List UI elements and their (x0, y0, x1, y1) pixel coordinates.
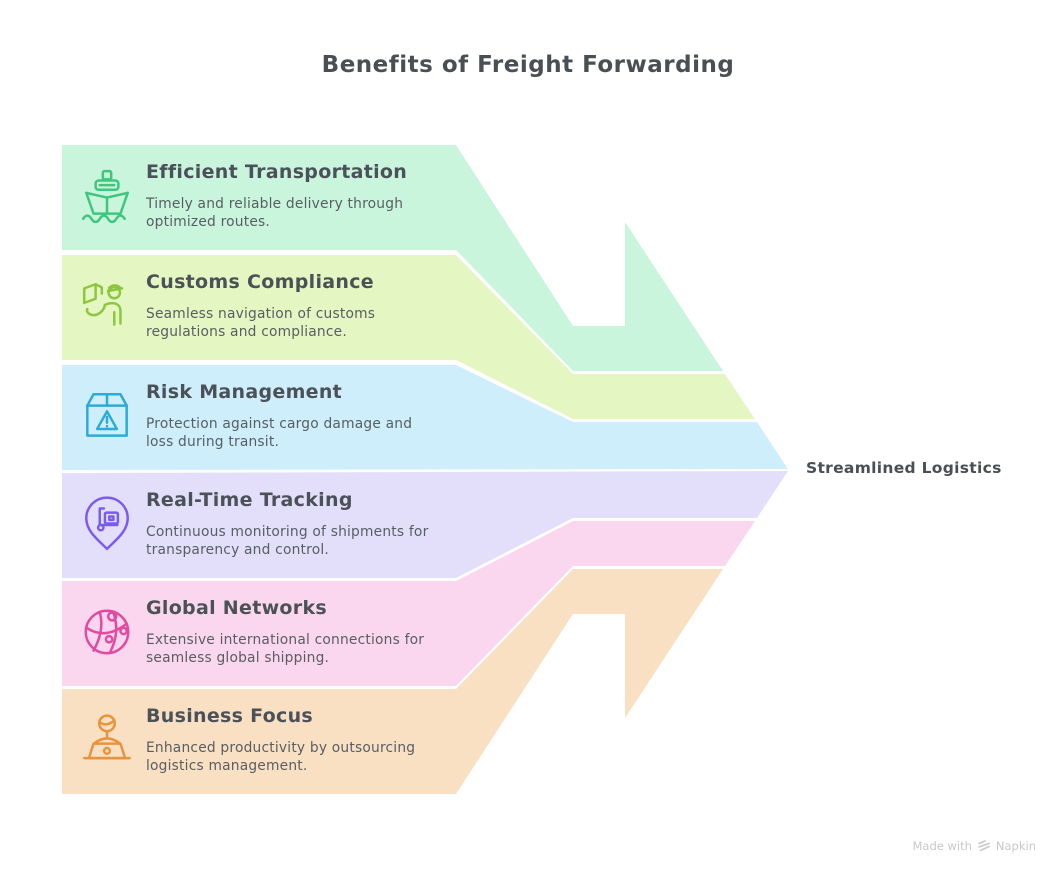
band-description-line-2: optimized routes. (146, 214, 271, 230)
band-description-line-2: logistics management. (146, 758, 308, 774)
band-description-line-2: seamless global shipping. (146, 650, 330, 666)
band-real-time-tracking: Real-Time Tracking Continuous monitoring… (78, 473, 470, 578)
band-title: Risk Management (146, 381, 343, 403)
customs-officer-icon (78, 277, 136, 335)
page-title: Benefits of Freight Forwarding (321, 52, 735, 78)
band-description-line-1: Protection against cargo damage and (146, 416, 413, 432)
band-description: Enhanced productivity by outsourcing log… (146, 739, 415, 775)
band-description: Continuous monitoring of shipments for t… (146, 523, 428, 559)
ribbon-real-time-tracking (62, 471, 788, 578)
made-with-text: Made with (912, 839, 972, 853)
ribbon-business-focus (62, 569, 723, 794)
band-description-line-1: Continuous monitoring of shipments for (146, 524, 429, 540)
band-customs-compliance: Customs Compliance Seamless navigation o… (78, 255, 470, 360)
ribbon-risk-management (62, 365, 788, 470)
globe-network-icon (78, 603, 136, 661)
band-title: Efficient Transportation (146, 161, 408, 183)
band-description-line-1: Extensive international connections for (146, 632, 425, 648)
band-description: Timely and reliable delivery through opt… (146, 195, 403, 231)
napkin-logo-icon (978, 840, 990, 852)
ship-icon (78, 167, 136, 225)
band-description: Protection against cargo damage and loss… (146, 415, 412, 451)
band-business-focus: Business Focus Enhanced productivity by … (78, 689, 470, 794)
ribbon-global-networks (62, 521, 755, 686)
band-title: Customs Compliance (146, 271, 374, 293)
location-pin-dolly-icon (78, 495, 136, 553)
band-description-line-2: regulations and compliance. (146, 324, 347, 340)
ribbon-customs-compliance (62, 255, 755, 419)
band-risk-management: Risk Management Protection against cargo… (78, 365, 470, 470)
band-description-line-1: Enhanced productivity by outsourcing (146, 740, 416, 756)
band-description-line-2: transparency and control. (146, 542, 329, 558)
band-description-line-1: Timely and reliable delivery through (146, 196, 404, 212)
band-description-line-2: loss during transit. (146, 434, 280, 450)
attribution: Made with Napkin (913, 839, 1037, 853)
band-title: Real-Time Tracking (146, 489, 353, 511)
band-title: Global Networks (146, 597, 328, 619)
band-description-line-1: Seamless navigation of customs (146, 306, 376, 322)
band-title: Business Focus (146, 705, 314, 727)
result-label: Streamlined Logistics (806, 459, 1002, 477)
band-description: Extensive international connections for … (146, 631, 424, 667)
package-warning-icon (78, 387, 136, 445)
brand-name: Napkin (995, 839, 1036, 853)
ribbon-efficient-transportation (62, 145, 723, 371)
band-efficient-transportation: Efficient Transportation Timely and reli… (78, 145, 470, 250)
band-description: Seamless navigation of customs regulatio… (146, 305, 375, 341)
person-laptop-icon (78, 711, 136, 769)
band-global-networks: Global Networks Extensive international … (78, 581, 470, 686)
